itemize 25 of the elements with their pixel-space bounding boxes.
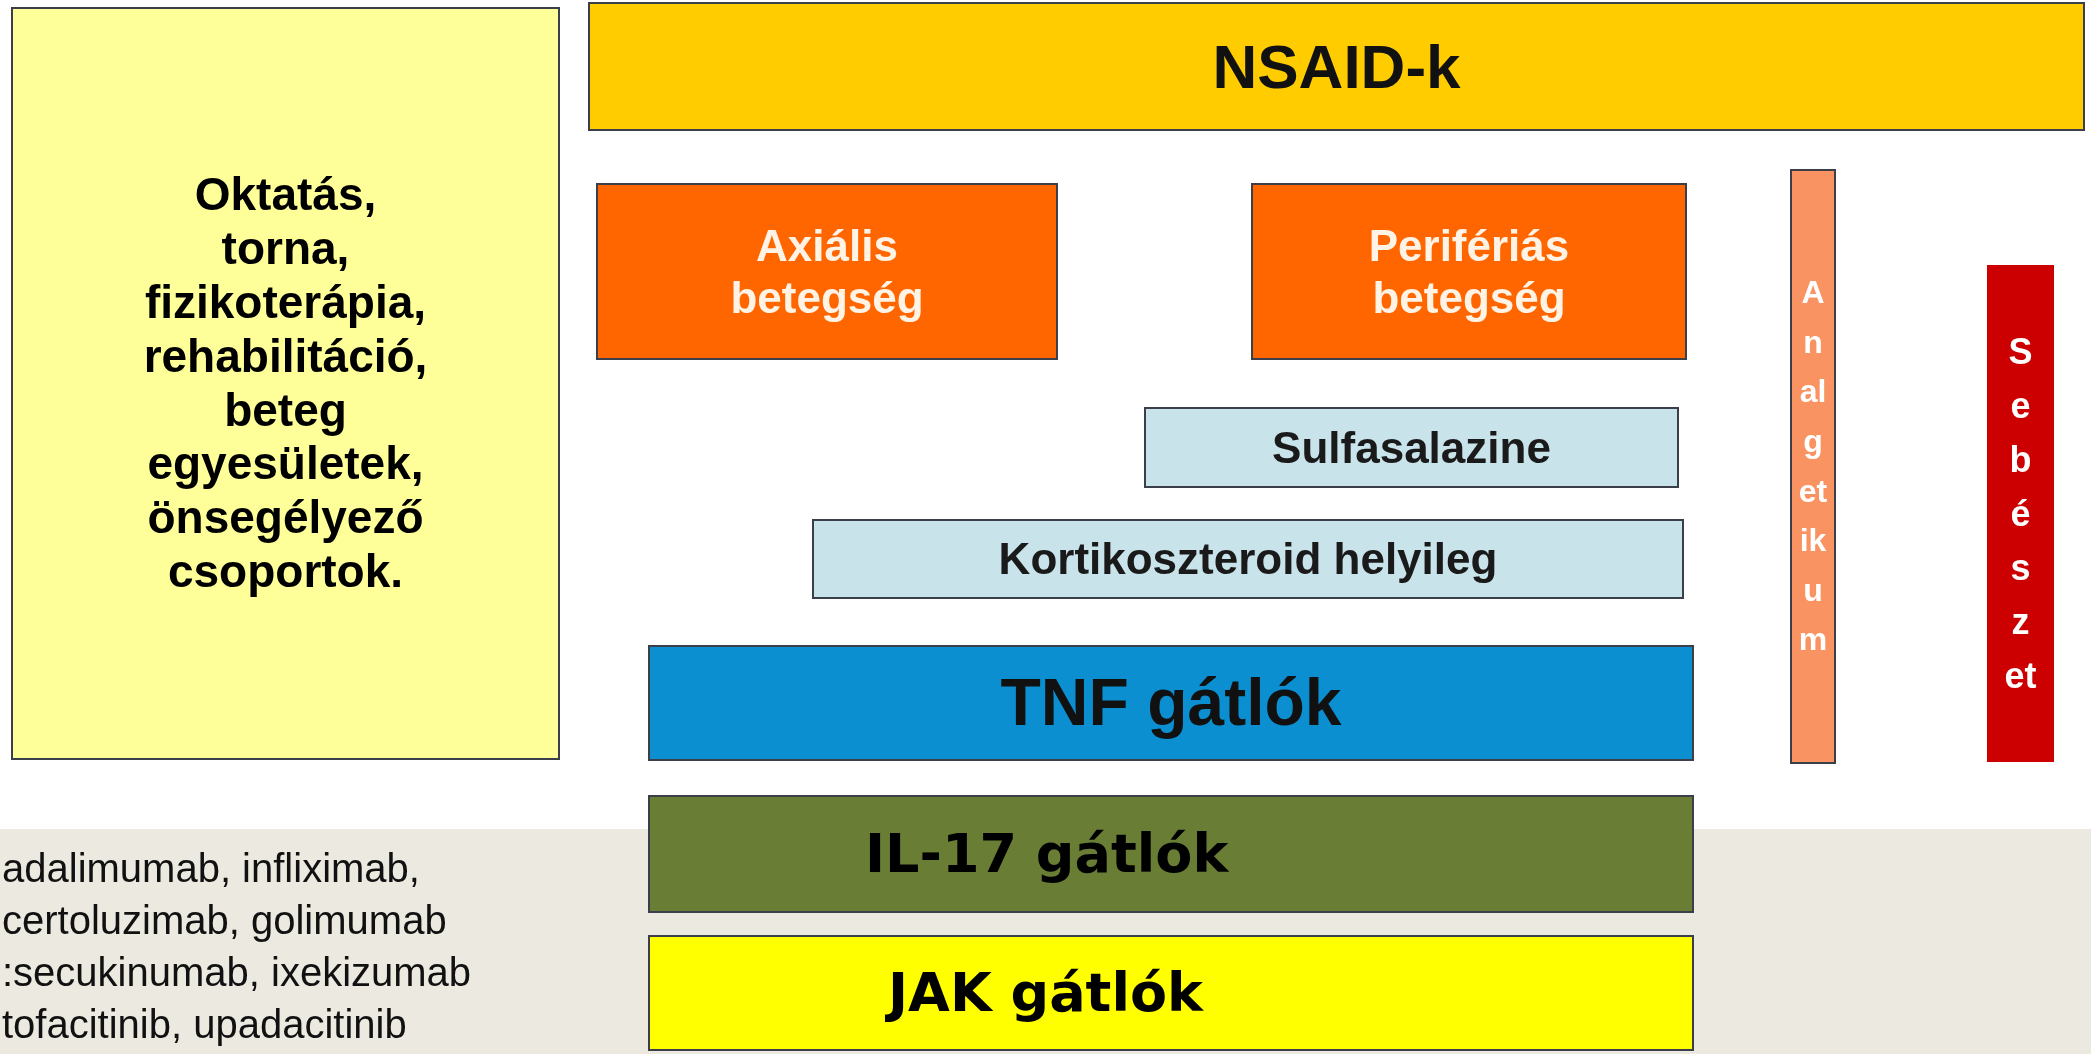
- process-box: [812, 519, 1684, 599]
- drug-list-line: tofacitinib, upadacitinib: [2, 1004, 407, 1044]
- process-box: [648, 795, 1694, 913]
- node-label: Sulfasalazine: [1272, 421, 1551, 474]
- node-label: Analgetikum: [1797, 273, 1829, 660]
- node-label: Perifériás betegség: [1368, 219, 1570, 324]
- process-box: [1144, 407, 1679, 488]
- process-box: [648, 645, 1694, 761]
- process-box: [596, 183, 1058, 360]
- text-box: [11, 7, 560, 760]
- node-label: Kortikoszteroid helyileg: [998, 533, 1498, 585]
- drug-list-line: adalimumab, infliximab,: [2, 848, 420, 888]
- drug-list-line: certoluzimab, golimumab: [2, 900, 447, 940]
- node-label: Oktatás, torna, fizikoterápia, rehabilitáció, beteg egyesületek, önsegélyező csoportok.: [143, 168, 428, 599]
- node-label: NSAID-k: [1212, 30, 1461, 103]
- node-label: Axiális betegség: [730, 219, 924, 324]
- node-label: IL-17 gátlók: [865, 822, 1229, 886]
- node-label: TNF gátlók: [1000, 664, 1342, 742]
- process-box: [648, 935, 1694, 1051]
- header-bar: [588, 2, 2085, 131]
- process-box: [1251, 183, 1687, 360]
- node-label: Sebészet: [2003, 329, 2038, 698]
- vertical-bar: [1987, 265, 2054, 762]
- drug-list-line: :secukinumab, ixekizumab: [2, 952, 472, 992]
- vertical-bar: [1790, 169, 1836, 764]
